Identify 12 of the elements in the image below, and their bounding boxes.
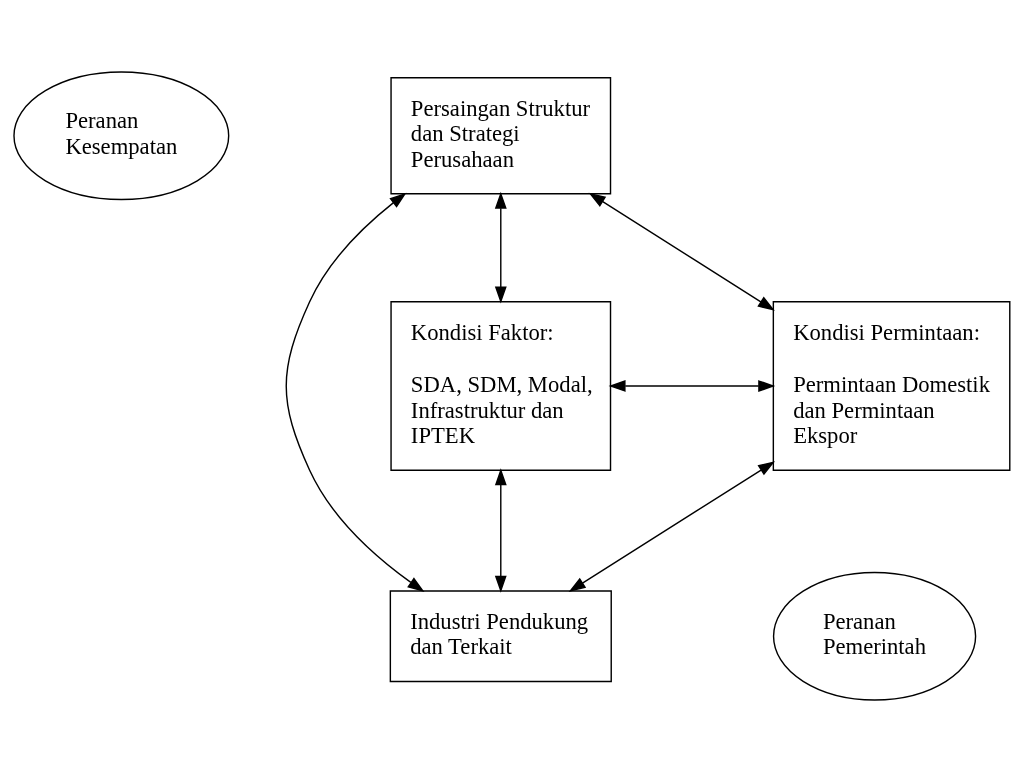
arrow — [494, 191, 507, 304]
arrow — [568, 461, 776, 592]
node-box: Persaingan Struktur dan Strategi Perusahaan — [390, 77, 612, 195]
node-ellipse: Peranan Kesempatan — [13, 71, 230, 201]
arrow — [285, 192, 425, 592]
node-box: Industri Pendukung dan Terkait — [389, 590, 612, 683]
arrow — [588, 192, 775, 311]
node-box: Kondisi Faktor: SDA, SDM, Modal, Infrastruktur dan IPTEK — [390, 301, 612, 471]
node-ellipse: Peranan Pemerintah — [772, 571, 977, 701]
arrow — [608, 380, 776, 392]
arrow — [494, 468, 507, 593]
node-box: Kondisi Permintaan: Permintaan Domestik dan Permintaan Ekspor — [772, 301, 1011, 471]
